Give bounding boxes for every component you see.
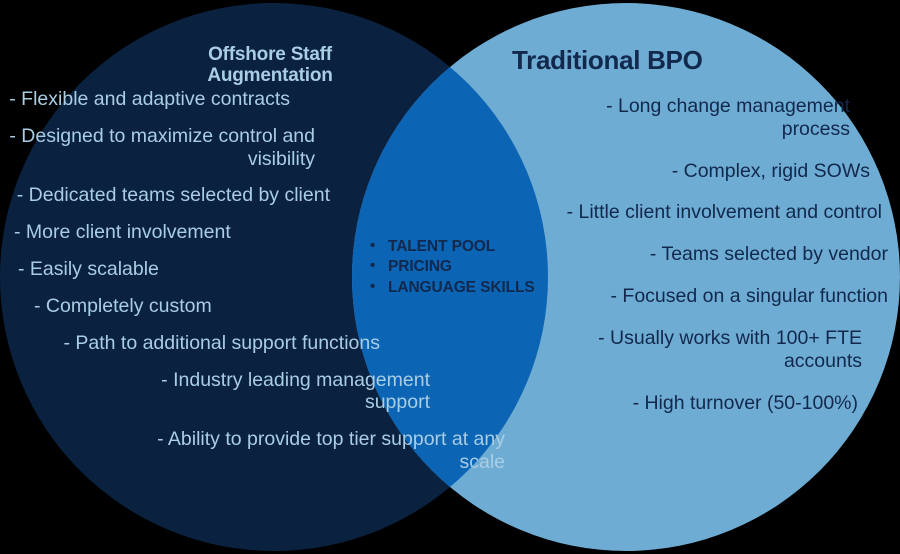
list-item: - Path to additional support functions — [63, 331, 380, 354]
list-item: - Dedicated teams selected by client — [16, 184, 330, 207]
list-item: - Flexible and adaptive contracts — [9, 88, 290, 110]
overlap-item-label: PRICING — [388, 258, 452, 276]
overlap-lens-shape[interactable] — [352, 3, 900, 551]
overlap-item-label: LANGUAGE SKILLS — [388, 278, 535, 296]
list-item: - Industry leading management support — [161, 368, 430, 414]
overlap-item-label: TALENT POOL — [388, 238, 496, 255]
list-item: • TALENT POOL — [370, 237, 535, 256]
list-item: - Ability to provide top tier support at… — [157, 428, 505, 473]
list-item: - Teams selected by vendor — [649, 243, 888, 266]
left-circle-list: - Flexible and adaptive contracts - Desi… — [0, 88, 505, 488]
list-item: - Little client involvement and control — [566, 201, 882, 224]
list-item: • LANGUAGE SKILLS — [370, 278, 535, 297]
bullet-icon: • — [370, 257, 376, 275]
bullet-icon: • — [370, 237, 376, 254]
list-item: - More client involvement — [14, 221, 231, 244]
list-item: - Complex, rigid SOWs — [671, 159, 870, 182]
list-item: - High turnover (50-100%) — [632, 391, 858, 414]
list-item: - Long change management process — [606, 95, 850, 140]
list-item: • PRICING — [370, 257, 535, 276]
left-circle-title-line2: Augmentation — [207, 65, 333, 87]
list-item: - Focused on a singular function — [610, 285, 889, 308]
list-item: - Easily scalable — [18, 258, 159, 281]
overlap-list: • TALENT POOL • PRICING • LANGUAGE SKILL… — [370, 237, 535, 298]
left-circle-title: Offshore Staff Augmentation — [110, 44, 430, 87]
right-circle-list: - Long change management process - Compl… — [540, 95, 900, 433]
bullet-icon: • — [370, 277, 376, 295]
right-circle-title: Traditional BPO — [512, 45, 703, 75]
list-item: - Usually works with 100+ FTE accounts — [598, 326, 862, 372]
list-item: - Completely custom — [34, 294, 212, 317]
list-item: - Designed to maximize control and visib… — [9, 124, 315, 170]
left-circle-title-line1: Offshore Staff — [208, 44, 332, 65]
